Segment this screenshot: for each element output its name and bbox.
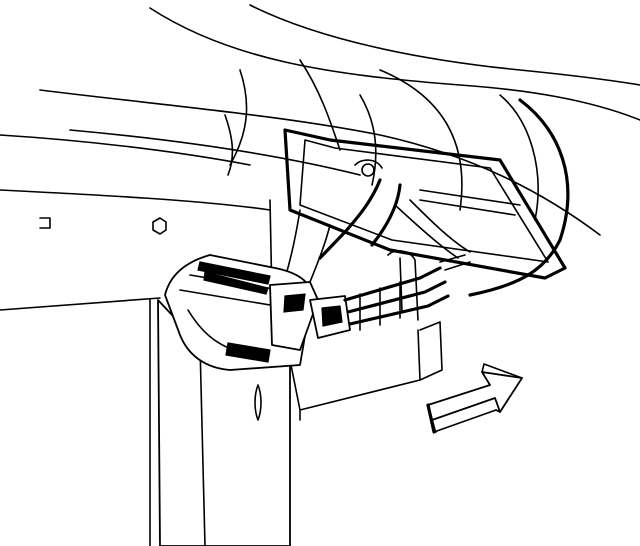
upper-body-panel (0, 4, 640, 297)
electrical-connector (164, 254, 351, 371)
mounting-bracket (284, 178, 521, 283)
direction-arrow-icon (426, 363, 523, 434)
wiring-harness (343, 250, 471, 331)
access-cover-plate (283, 128, 567, 280)
